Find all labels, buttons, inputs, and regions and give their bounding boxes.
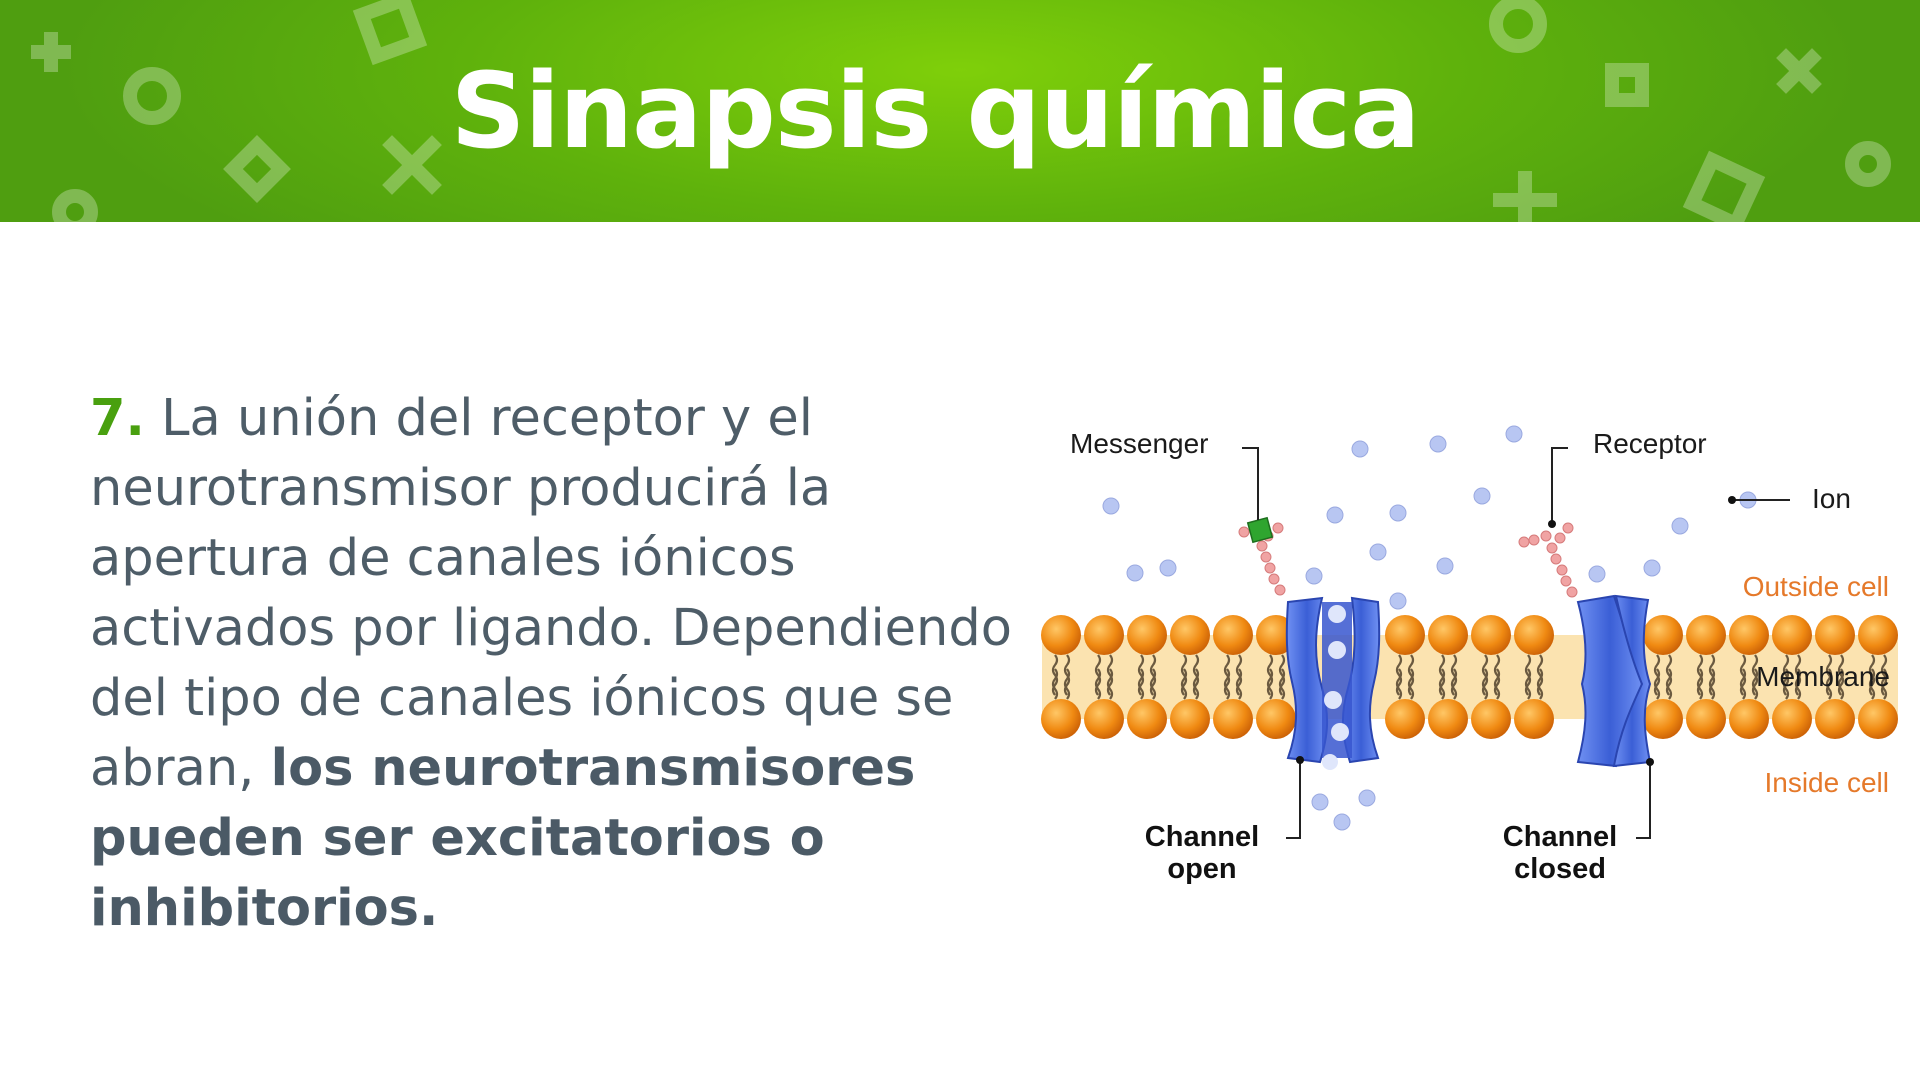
lipid-head: [1170, 699, 1210, 739]
lipid-head: [1815, 615, 1855, 655]
lipid-head: [1858, 699, 1898, 739]
lipid-tail: [1880, 654, 1888, 700]
ion-channel-diagram: Messenger Receptor Ion Outside cell Memb…: [1041, 425, 1898, 885]
lipid-head: [1041, 699, 1081, 739]
lipid-tail: [1223, 654, 1231, 700]
lipid-head: [1729, 615, 1769, 655]
lipid-tail: [1180, 654, 1188, 700]
slide-body-text: 7. La unión del receptor y el neurotrans…: [90, 384, 1020, 944]
lipid-head: [1471, 699, 1511, 739]
lipid-head: [1514, 699, 1554, 739]
lipid-head: [1084, 615, 1124, 655]
label-channel-closed-2: closed: [1514, 853, 1606, 885]
lipid-tail: [1665, 654, 1673, 700]
label-ion: Ion: [1812, 483, 1851, 514]
lipid-tail: [1395, 654, 1403, 700]
lipid-tail: [1137, 654, 1145, 700]
receptor-chains: [1238, 522, 1578, 598]
lipid-head: [1858, 615, 1898, 655]
lipid-tail: [1794, 654, 1802, 700]
lipid-tail: [1524, 654, 1532, 700]
lipid-tail: [1481, 654, 1489, 700]
lipid-tail: [1739, 654, 1747, 700]
lipid-head: [1256, 615, 1296, 655]
label-channel-closed-1: Channel: [1503, 821, 1617, 853]
lipid-head: [1514, 615, 1554, 655]
lipid-tail: [1837, 654, 1845, 700]
body-text-bold: los neurotransmisores pueden ser excitat…: [90, 739, 916, 938]
lipid-heads: [1041, 615, 1898, 739]
lipid-head: [1170, 615, 1210, 655]
lipid-tail: [1438, 654, 1446, 700]
lipid-head: [1428, 699, 1468, 739]
lipid-head: [1213, 699, 1253, 739]
lipid-tail: [1149, 654, 1157, 700]
lipid-tails: [1051, 654, 1888, 700]
lipid-head: [1471, 615, 1511, 655]
lipid-head: [1256, 699, 1296, 739]
lipid-head: [1643, 699, 1683, 739]
lipid-tail: [1653, 654, 1661, 700]
lipid-tail: [1751, 654, 1759, 700]
lipid-head: [1385, 615, 1425, 655]
body-text-regular: La unión del receptor y el neurotransmis…: [90, 389, 1012, 798]
label-membrane: Membrane: [1756, 661, 1890, 692]
leader-lines: [1242, 447, 1790, 839]
lipid-head: [1772, 615, 1812, 655]
lipid-tail: [1278, 654, 1286, 700]
title-banner: Sinapsis química: [0, 0, 1920, 222]
label-messenger: Messenger: [1070, 428, 1209, 459]
lipid-head: [1772, 699, 1812, 739]
lipid-tail: [1450, 654, 1458, 700]
lipid-head: [1428, 615, 1468, 655]
lipid-tail: [1266, 654, 1274, 700]
label-channel-open-1: Channel: [1145, 821, 1259, 853]
label-outside-cell: Outside cell: [1743, 571, 1889, 602]
lipid-tail: [1493, 654, 1501, 700]
slide-title: Sinapsis química: [450, 50, 1421, 172]
lipid-head: [1686, 615, 1726, 655]
lipid-tail: [1235, 654, 1243, 700]
lipid-tail: [1708, 654, 1716, 700]
messenger-molecule: [1246, 516, 1274, 544]
lipid-tail: [1782, 654, 1790, 700]
lipid-head: [1643, 615, 1683, 655]
lipid-head: [1084, 699, 1124, 739]
lipid-head: [1686, 699, 1726, 739]
lipid-tail: [1094, 654, 1102, 700]
lipid-tail: [1407, 654, 1415, 700]
label-inside-cell: Inside cell: [1764, 767, 1889, 798]
closed-channel: [1576, 594, 1652, 768]
lipid-head: [1127, 699, 1167, 739]
lipid-head: [1385, 699, 1425, 739]
lipid-tail: [1192, 654, 1200, 700]
lipid-tail: [1825, 654, 1833, 700]
lipid-head: [1041, 615, 1081, 655]
lipid-tail: [1536, 654, 1544, 700]
open-channel: [1285, 596, 1381, 770]
lipid-tail: [1051, 654, 1059, 700]
lipid-head: [1729, 699, 1769, 739]
lipid-tail: [1106, 654, 1114, 700]
lipid-head: [1815, 699, 1855, 739]
lipid-head: [1127, 615, 1167, 655]
decorative-shapes: [31, 0, 1891, 222]
item-number: 7.: [90, 389, 145, 448]
lipid-tail: [1868, 654, 1876, 700]
label-receptor: Receptor: [1593, 428, 1707, 459]
lipid-head: [1213, 615, 1253, 655]
lipid-tail: [1696, 654, 1704, 700]
label-channel-open-2: open: [1167, 853, 1236, 885]
lipid-tail: [1063, 654, 1071, 700]
